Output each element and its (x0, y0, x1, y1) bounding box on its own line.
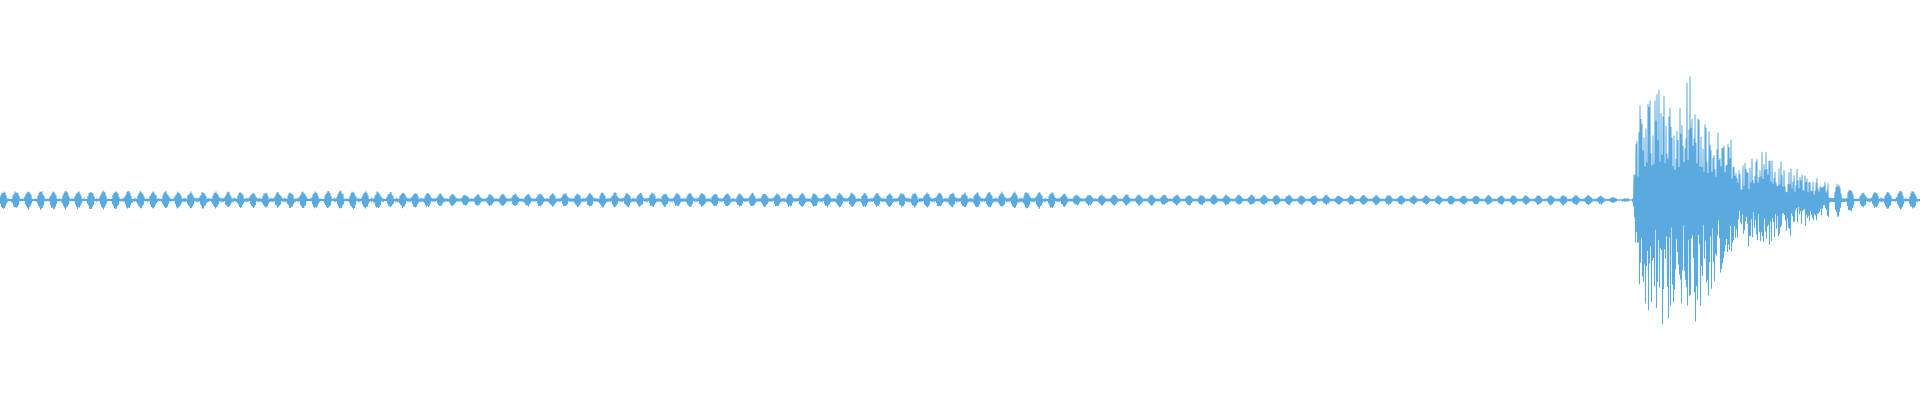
waveform-trace (0, 76, 1920, 325)
